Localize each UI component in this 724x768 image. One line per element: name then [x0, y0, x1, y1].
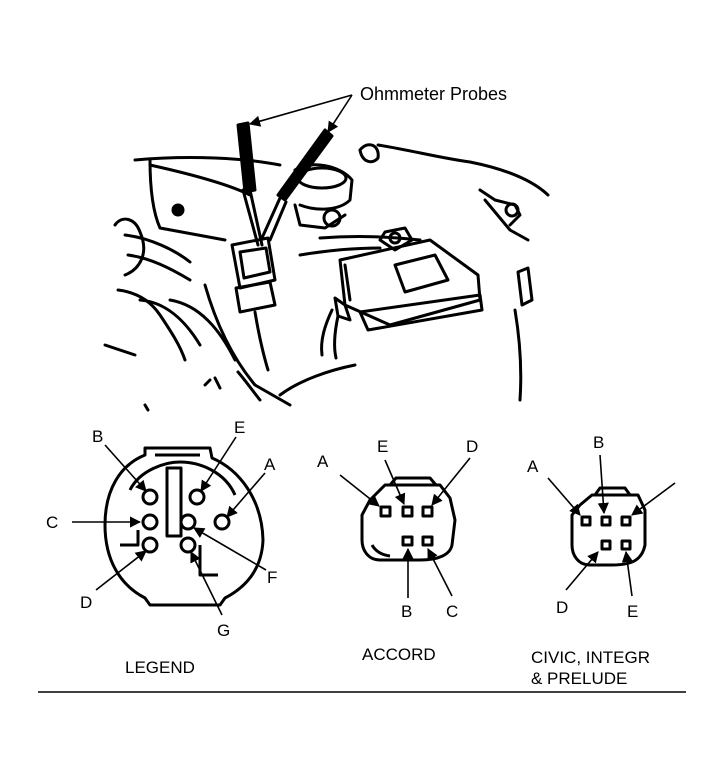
probe-callout-lines	[248, 94, 353, 133]
accord-pin-d: D	[466, 437, 478, 456]
accord-pin-leaders	[339, 457, 471, 598]
legend-caption: LEGEND	[125, 658, 195, 677]
legend-pin-c: C	[46, 513, 58, 532]
civic-caption-line2: & PRELUDE	[531, 669, 627, 688]
civic-pin-a: A	[527, 457, 539, 476]
accord-connector	[360, 476, 457, 562]
accord-pin-a: A	[317, 452, 329, 471]
civic-pin-b: B	[593, 433, 604, 452]
civic-pin-d: D	[556, 598, 568, 617]
legend-pin-g: G	[217, 621, 230, 640]
civic-pin-leaders	[547, 454, 676, 597]
legend-pin-e: E	[234, 418, 245, 437]
legend-pin-b: B	[92, 427, 103, 446]
accord-pin-e: E	[377, 437, 388, 456]
legend-pin-f: F	[267, 568, 277, 587]
engine-bay-illustration	[103, 121, 550, 412]
legend-pin-d: D	[80, 593, 92, 612]
accord-caption: ACCORD	[362, 645, 436, 664]
legend-pin-leaders	[72, 436, 267, 616]
civic-caption-line1: CIVIC, INTEGR	[531, 648, 650, 667]
civic-pin-e: E	[627, 602, 638, 621]
ohmmeter-probes-label: Ohmmeter Probes	[360, 84, 507, 104]
civic-connector	[570, 486, 647, 567]
legend-pin-a: A	[264, 455, 276, 474]
accord-pin-b: B	[401, 602, 412, 621]
accord-pin-c: C	[446, 602, 458, 621]
